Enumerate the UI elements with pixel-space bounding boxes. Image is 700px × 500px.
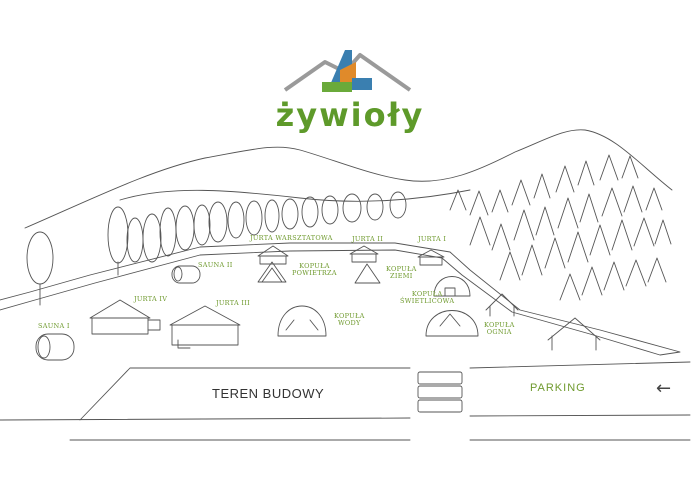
left-arrow-icon: ← xyxy=(656,378,672,399)
lone-tree xyxy=(26,231,54,285)
kopula-ognia-building xyxy=(425,310,479,337)
kopula-ziemi-building xyxy=(354,263,381,284)
label-jurta-1[interactable]: JURTA I xyxy=(418,235,447,243)
foothill-line xyxy=(119,189,471,202)
label-kopula-ognia[interactable]: KOPUŁA OGNIA xyxy=(484,321,515,337)
forest-right xyxy=(449,154,672,301)
label-kopula-swietlicowa-line2: ŚWIETLICOWA xyxy=(400,297,455,306)
site-fence xyxy=(0,242,681,356)
label-kopula-swietlicowa[interactable]: KOPUŁA ŚWIETLICOWA xyxy=(400,290,455,306)
label-jurta-4[interactable]: JURTA IV xyxy=(134,295,168,303)
label-sauna-1[interactable]: SAUNA I xyxy=(38,322,70,330)
label-sauna-2[interactable]: SAUNA II xyxy=(198,261,233,269)
label-kopula-ognia-line2: OGNIA xyxy=(486,328,512,337)
mountain-range xyxy=(24,129,673,229)
jurta-1-building xyxy=(417,249,445,266)
brand-name: żywioły xyxy=(275,96,425,134)
label-kopula-ognia-line1: KOPUŁA xyxy=(484,321,515,329)
sauna-1-building xyxy=(35,333,75,361)
label-kopula-powietrza-line2: POWIETRZA xyxy=(292,269,337,278)
logo-mark xyxy=(283,50,412,92)
label-kopula-powietrza[interactable]: KOPUŁA POWIETRZA xyxy=(292,262,337,278)
sauna-2-building xyxy=(171,265,201,284)
label-jurta-3[interactable]: JURTA III xyxy=(216,299,251,307)
jurta-3-building xyxy=(169,305,241,349)
label-kopula-ziemi[interactable]: KOPUŁA ZIEMI xyxy=(386,265,417,281)
label-teren-budowy[interactable]: TEREN BUDOWY xyxy=(212,386,325,401)
jurta-2-building xyxy=(349,245,379,263)
kopula-powietrza-building xyxy=(257,261,287,283)
label-parking[interactable]: PARKING xyxy=(530,382,586,394)
road xyxy=(0,361,691,441)
label-kopula-swietlicowa-line1: KOPUŁA xyxy=(411,290,443,298)
jurta-warsztatowa-building xyxy=(257,245,289,265)
label-kopula-wody[interactable]: KOPUŁA WODY xyxy=(334,312,365,328)
tree-line-left xyxy=(107,191,407,276)
label-kopula-ziemi-line1: KOPUŁA xyxy=(386,265,417,273)
label-kopula-powietrza-line1: KOPUŁA xyxy=(299,262,330,270)
kopula-swietlicowa-building xyxy=(433,276,471,297)
jurta-4-building xyxy=(89,299,161,335)
shelter-2 xyxy=(547,317,601,351)
label-kopula-wody-line2: WODY xyxy=(337,319,361,328)
shelter-1 xyxy=(485,293,519,317)
label-jurta-2[interactable]: JURTA II xyxy=(352,235,384,243)
kopula-wody-building xyxy=(277,305,327,337)
label-kopula-wody-line1: KOPUŁA xyxy=(334,312,365,320)
parked-cars xyxy=(417,371,463,413)
label-jurta-warsztatowa[interactable]: JURTA WARSZTATOWA xyxy=(250,234,333,242)
label-kopula-ziemi-line2: ZIEMI xyxy=(390,272,413,281)
